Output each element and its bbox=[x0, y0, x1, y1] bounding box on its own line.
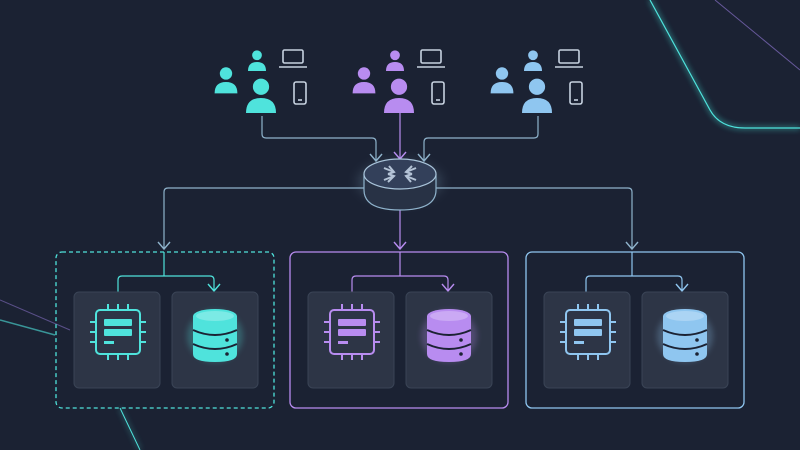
user-icon bbox=[352, 67, 376, 94]
arrowhead bbox=[625, 241, 639, 251]
server-groups bbox=[55, 251, 745, 409]
cpu-chip-icon bbox=[560, 304, 616, 360]
arrowhead bbox=[675, 283, 689, 293]
database-icon bbox=[657, 309, 713, 362]
user-cluster-blue bbox=[490, 49, 583, 113]
arrowhead bbox=[441, 283, 455, 293]
arrowhead bbox=[369, 153, 383, 163]
server-group-purple bbox=[289, 251, 509, 409]
connector-lines bbox=[117, 112, 683, 296]
phone-icon bbox=[431, 81, 445, 105]
user-icon bbox=[522, 78, 552, 113]
router-icon bbox=[358, 158, 442, 211]
group-frame bbox=[289, 251, 509, 409]
user-cluster-purple bbox=[352, 49, 445, 113]
laptop-icon bbox=[555, 49, 583, 68]
server-group-teal bbox=[55, 251, 275, 409]
group-frame bbox=[55, 251, 275, 409]
cpu-chip-icon bbox=[90, 304, 146, 360]
phone-icon bbox=[293, 81, 307, 105]
user-icon bbox=[214, 67, 238, 94]
user-icon bbox=[248, 50, 266, 71]
user-icon bbox=[490, 67, 514, 94]
user-icon bbox=[384, 78, 414, 113]
connector-router-to-teal bbox=[163, 187, 368, 248]
laptop-icon bbox=[279, 49, 307, 68]
phone-icon bbox=[569, 81, 583, 105]
group-frame bbox=[525, 251, 745, 409]
server-group-blue bbox=[525, 251, 745, 409]
cpu-chip-icon bbox=[324, 304, 380, 360]
connector-blue-split bbox=[585, 275, 683, 296]
user-groups bbox=[214, 49, 583, 113]
router-arrows-icon bbox=[383, 165, 417, 183]
arrowhead bbox=[207, 283, 221, 293]
connector-teal-split bbox=[117, 275, 215, 296]
user-icon bbox=[386, 50, 404, 71]
user-icon bbox=[246, 78, 276, 113]
connector-blue-users-to-router bbox=[423, 116, 539, 160]
laptop-icon bbox=[417, 49, 445, 68]
database-icon bbox=[187, 309, 243, 362]
user-cluster-teal bbox=[214, 49, 307, 113]
connector-router-to-blue bbox=[432, 187, 633, 248]
arrowhead bbox=[417, 153, 431, 163]
connector-purple-split bbox=[351, 275, 449, 296]
arrowheads bbox=[157, 151, 689, 293]
arrowhead bbox=[157, 241, 171, 251]
database-icon bbox=[421, 309, 477, 362]
arrowhead bbox=[393, 241, 407, 251]
connector-teal-users-to-router bbox=[261, 116, 377, 160]
user-icon bbox=[524, 50, 542, 71]
